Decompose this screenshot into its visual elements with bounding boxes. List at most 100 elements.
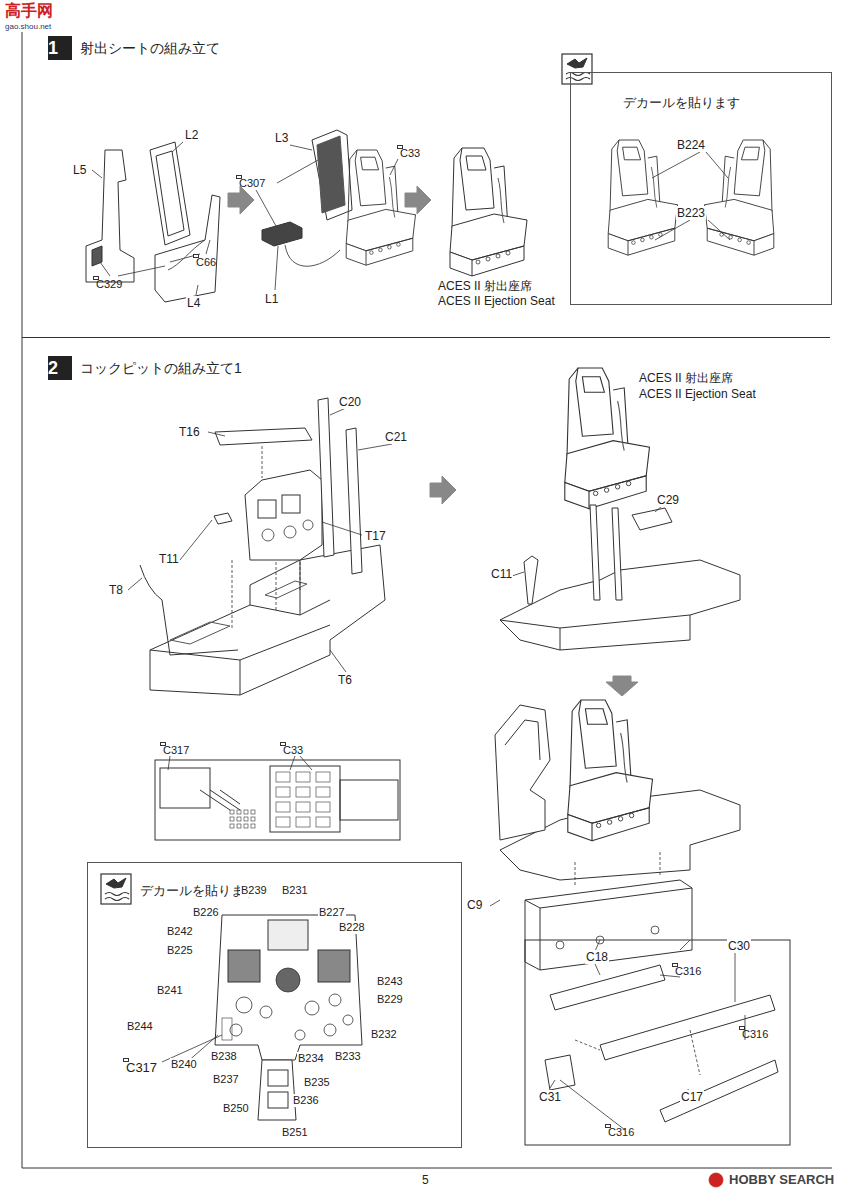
part-label: B229 bbox=[376, 993, 404, 1006]
side-view bbox=[251, 817, 255, 821]
seat-part bbox=[156, 151, 184, 236]
part-label: T11 bbox=[158, 552, 180, 566]
part-number: C317 bbox=[163, 744, 189, 756]
panel-part bbox=[550, 965, 665, 1010]
part-label: L3 bbox=[274, 131, 289, 145]
side-view bbox=[276, 817, 290, 827]
watermark: gao.shou.net bbox=[4, 22, 52, 32]
part-number: C317 bbox=[126, 1060, 157, 1076]
ejection-seat bbox=[498, 178, 504, 223]
panel-part bbox=[660, 1060, 778, 1122]
side-view bbox=[316, 787, 330, 797]
page-frame bbox=[22, 1168, 832, 1169]
part-label: B228 bbox=[338, 921, 366, 934]
ejection-seat bbox=[725, 167, 730, 208]
ejection-seat bbox=[641, 238, 645, 242]
part-label: B237 bbox=[212, 1073, 240, 1086]
part-label: B232 bbox=[370, 1028, 398, 1041]
small-part bbox=[632, 508, 672, 530]
side-view bbox=[276, 787, 290, 797]
decal-icon bbox=[562, 54, 592, 84]
panel-part bbox=[600, 995, 775, 1060]
ejection-seat bbox=[585, 709, 607, 724]
zoom-line bbox=[680, 940, 690, 950]
gauge-symbol bbox=[651, 926, 659, 934]
leader-line bbox=[390, 159, 398, 175]
leader-line bbox=[290, 756, 295, 770]
decal-icon bbox=[101, 874, 131, 904]
side-view bbox=[251, 824, 255, 828]
step-arrow bbox=[606, 676, 638, 696]
side-view bbox=[296, 802, 310, 812]
rod-part bbox=[590, 505, 622, 600]
part-label: C21 bbox=[384, 430, 408, 444]
step-arrow bbox=[228, 186, 254, 214]
side-view bbox=[155, 760, 400, 840]
part-callout: C307 bbox=[236, 175, 242, 179]
lower-box bbox=[525, 888, 692, 970]
ejection-seat bbox=[629, 813, 633, 817]
ejection-seat bbox=[741, 147, 759, 160]
leader-line bbox=[358, 444, 392, 450]
glare-shield bbox=[215, 428, 312, 445]
part-callout: C316 bbox=[605, 1124, 611, 1128]
leader-line bbox=[735, 953, 736, 1002]
switch-panel bbox=[222, 1018, 232, 1040]
decal-inset: デカールを貼ります bbox=[570, 72, 832, 305]
ejection-seat bbox=[570, 700, 581, 790]
part-label: B225 bbox=[166, 944, 194, 957]
ejection-seat bbox=[651, 167, 656, 208]
ejection-seat bbox=[568, 773, 653, 824]
part-label: T17 bbox=[364, 529, 387, 543]
gauge-symbol bbox=[324, 1024, 336, 1036]
ejection-seat bbox=[506, 251, 510, 255]
part-callout: C33 bbox=[280, 742, 286, 746]
ejection-seat bbox=[610, 140, 619, 214]
ejection-seat bbox=[389, 177, 394, 218]
part-label: B224 bbox=[676, 138, 706, 152]
seat-part bbox=[86, 150, 134, 282]
leader-line bbox=[300, 562, 301, 590]
ejection-seat bbox=[346, 209, 415, 250]
side-view bbox=[230, 810, 234, 814]
gauge-symbol bbox=[343, 1015, 353, 1025]
gauge-symbol bbox=[329, 994, 341, 1006]
leader-line bbox=[575, 860, 576, 885]
side-view bbox=[296, 772, 310, 782]
ejection-seat bbox=[734, 140, 765, 196]
gauge-symbol bbox=[284, 526, 296, 538]
leader-line bbox=[232, 560, 233, 628]
part-label: B226 bbox=[192, 906, 220, 919]
ejection-seat bbox=[754, 234, 774, 256]
part-label: B223 bbox=[676, 206, 706, 220]
part-label: B231 bbox=[281, 884, 309, 897]
leader-line bbox=[706, 152, 728, 178]
leader-line bbox=[262, 446, 263, 478]
side-view bbox=[276, 772, 290, 782]
control-stick bbox=[524, 556, 538, 604]
cockpit-tub bbox=[500, 615, 690, 650]
ejection-seat bbox=[366, 238, 413, 265]
part-label: L5 bbox=[72, 163, 87, 177]
part-label: B238 bbox=[210, 1050, 238, 1063]
ejection-seat bbox=[589, 476, 646, 509]
ejection-seat bbox=[617, 140, 648, 196]
watermark: HOBBY SEARCH bbox=[728, 1172, 835, 1187]
leader-line bbox=[275, 246, 278, 290]
ejection-seat bbox=[397, 243, 401, 247]
instrument-panel bbox=[258, 500, 276, 518]
leader-line bbox=[92, 170, 102, 178]
heading-text: デカールを貼ります bbox=[623, 95, 740, 111]
ejection-seat bbox=[593, 491, 597, 495]
side-view bbox=[237, 817, 241, 821]
hud bbox=[268, 920, 308, 950]
part-callout: C317 bbox=[123, 1058, 129, 1062]
leader-line bbox=[690, 1030, 700, 1075]
instrument-panel bbox=[245, 470, 322, 560]
leader-line bbox=[322, 522, 362, 535]
ejection-seat bbox=[596, 823, 600, 827]
ejection-seat bbox=[604, 488, 608, 492]
seat-part bbox=[262, 222, 302, 246]
ejection-seat bbox=[452, 148, 462, 230]
part-label: B233 bbox=[334, 1050, 362, 1063]
